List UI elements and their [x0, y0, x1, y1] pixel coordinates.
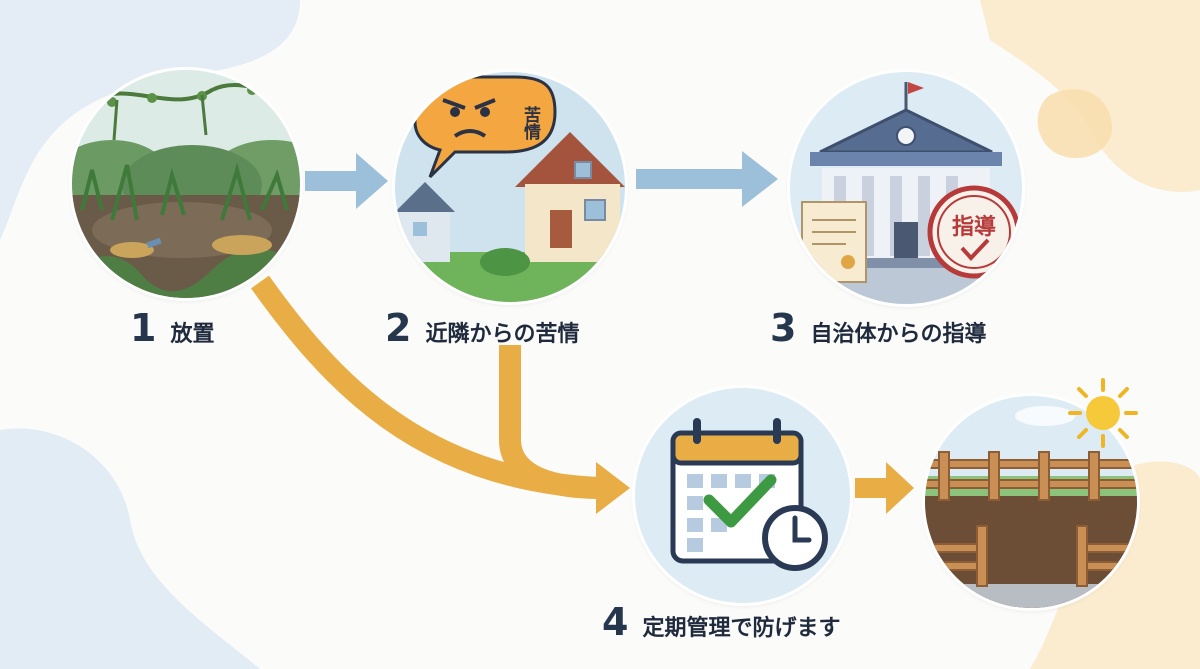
step5-illustration: [925, 396, 1137, 608]
arrow-1-to-2: [305, 153, 388, 209]
step2-text: 近隣からの苦情: [425, 322, 580, 347]
complaint-badge-text: 苦情: [520, 105, 541, 141]
step4-illustration: [635, 388, 850, 603]
guidance-badge-text: 指導: [952, 214, 996, 240]
step3-text: 自治体からの指導: [810, 322, 987, 347]
step3-illustration: 指導: [790, 72, 1022, 304]
step3-label: 3 自治体からの指導: [770, 306, 986, 350]
step3-number: 3: [770, 306, 797, 350]
bg-blob-top-left: [0, 0, 300, 240]
bg-blob-bottom-left: [0, 428, 260, 669]
step2-number: 2: [385, 306, 412, 350]
step2-label: 2 近隣からの苦情: [385, 306, 579, 350]
angry-neighbor-house-icon: 苦情: [395, 72, 625, 302]
step4-text: 定期管理で防げます: [642, 616, 841, 641]
step4-number: 4: [602, 600, 629, 644]
step4-label: 4 定期管理で防げます: [602, 600, 840, 644]
step2-illustration: 苦情: [395, 72, 625, 302]
city-hall-guidance-icon: 指導: [790, 72, 1022, 304]
arrow-2-to-4: [499, 345, 601, 499]
step1-illustration: [72, 70, 300, 298]
arrow-4-to-5: [855, 462, 914, 514]
sun-icon: [1068, 378, 1138, 448]
bg-blob-right-small: [1037, 89, 1113, 159]
overgrown-land-icon: [72, 70, 300, 298]
step1-text: 放置: [170, 322, 215, 347]
arrow-4-head: [596, 462, 630, 514]
arrow-2-to-3: [636, 151, 778, 207]
step1-number: 1: [130, 306, 157, 350]
step1-label: 1 放置: [130, 306, 214, 350]
calendar-check-clock-icon: [635, 388, 850, 603]
